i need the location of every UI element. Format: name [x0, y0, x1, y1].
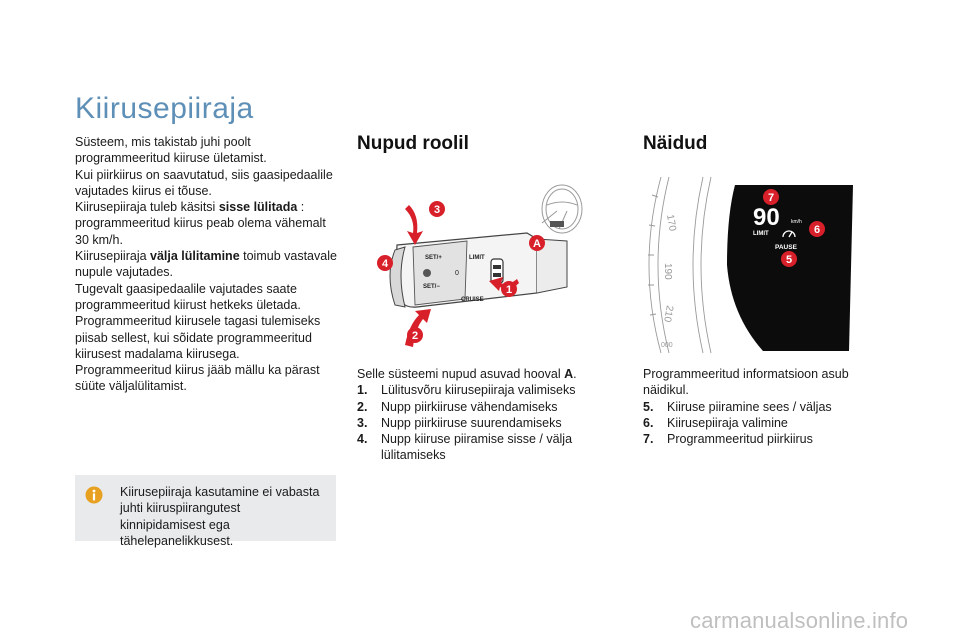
pause-label: PAUSE — [775, 244, 798, 251]
svg-text:3: 3 — [434, 204, 440, 216]
lever-label-set-minus: SET/− — [423, 284, 440, 290]
steering-lever-illustration: SET/+ SET/− LIMIT CRUISE 0 3 4 A 1 2 — [377, 184, 583, 347]
badge-3: 3 — [429, 201, 445, 217]
steering-title: Nupud roolil — [357, 133, 469, 154]
intro-line: Kiirusepiiraja välja lülitamine toimub v… — [75, 249, 337, 280]
svg-text:5: 5 — [786, 254, 792, 266]
limiter-icon — [782, 230, 796, 238]
display-intro: Programmeeritud informatsioon asub näidi… — [643, 367, 849, 398]
badge-7: 7 — [763, 189, 779, 205]
watermark: carmanualsonline.info — [690, 608, 909, 633]
dial-label-210: 210 — [661, 304, 675, 323]
display-text: Programmeeritud informatsioon asub näidi… — [643, 366, 873, 447]
badge-4: 4 — [377, 255, 393, 271]
limit-speed-unit: km/h — [791, 219, 802, 225]
list-item: 7.Programmeeritud piirkiirus — [643, 432, 813, 447]
note-text: Kiirusepiiraja kasutamine ei vabasta juh… — [120, 485, 320, 548]
lever-label-cruise: CRUISE — [461, 297, 484, 303]
page-title: Kiirusepiiraja — [75, 92, 254, 125]
display-screen — [727, 185, 853, 351]
arrow-3-icon — [405, 205, 423, 245]
note-box: Kiirusepiiraja kasutamine ei vabasta juh… — [75, 475, 336, 548]
limit-speed-value: 90 — [753, 204, 780, 231]
steering-intro: Selle süsteemi nupud asuvad hooval A. — [357, 367, 577, 381]
info-icon — [85, 486, 103, 504]
lever-label-set-plus: SET/+ — [425, 255, 442, 261]
badge-5: 5 — [781, 251, 797, 267]
list-item: 5.Kiiruse piiramine sees / väljas — [643, 399, 832, 414]
list-item: 2.Nupp piirkiiruse vähendamiseks — [357, 399, 558, 414]
intro-line: Tugevalt gaasipedaalile vajutades saate … — [75, 281, 301, 312]
svg-text:1: 1 — [506, 284, 512, 296]
dial-label-190: 190 — [662, 263, 673, 280]
badge-6: 6 — [809, 221, 825, 237]
intro-line: Kui piirkiirus on saavutatud, siis gaasi… — [75, 167, 333, 198]
list-item: 1.Lülitusvõru kiirusepiiraja valimiseks — [357, 383, 576, 398]
list-item: 6.Kiirusepiiraja valimine — [643, 415, 788, 430]
speedometer-dial — [648, 176, 712, 354]
intro-line: Programmeeritud kiirus jääb mällu ka pär… — [75, 363, 320, 394]
dial-label-170: 170 — [664, 214, 678, 233]
display-title: Näidud — [643, 133, 708, 154]
instrument-display-illustration: 170 190 210 000 90 km/h LIMIT PAUSE 7 6 … — [648, 176, 853, 354]
svg-text:A: A — [533, 238, 541, 250]
badge-1: 1 — [501, 281, 517, 297]
dial-label-odometer: 000 — [661, 342, 673, 349]
list-item: 3.Nupp piirkiiruse suurendamiseks — [357, 415, 562, 430]
svg-text:4: 4 — [382, 258, 389, 270]
lever-label-zero: 0 — [455, 270, 459, 277]
svg-text:6: 6 — [814, 224, 820, 236]
svg-text:2: 2 — [412, 330, 418, 342]
steering-text: Selle süsteemi nupud asuvad hooval A. 1.… — [357, 366, 587, 464]
svg-text:7: 7 — [768, 192, 774, 204]
steering-wheel-icon — [541, 184, 583, 234]
intro-text: Süsteem, mis takistab juhi poolt program… — [75, 134, 340, 395]
limit-label: LIMIT — [753, 231, 769, 237]
lever-label-limit: LIMIT — [469, 255, 485, 261]
dial-ticks — [648, 194, 659, 316]
steering-list: 1.Lülitusvõru kiirusepiiraja valimiseks … — [357, 382, 587, 463]
intro-line: Süsteem, mis takistab juhi poolt program… — [75, 135, 267, 166]
list-item: 4.Nupp kiiruse piiramise sisse / välja l… — [357, 432, 573, 463]
display-list: 5.Kiiruse piiramine sees / väljas 6.Kiir… — [643, 399, 873, 448]
badge-a: A — [529, 235, 545, 251]
intro-line: Kiirusepiiraja tuleb käsitsi sisse lülit… — [75, 200, 326, 247]
intro-line: Programmeeritud kiirusele tagasi tulemis… — [75, 314, 321, 361]
badge-2: 2 — [407, 327, 423, 343]
